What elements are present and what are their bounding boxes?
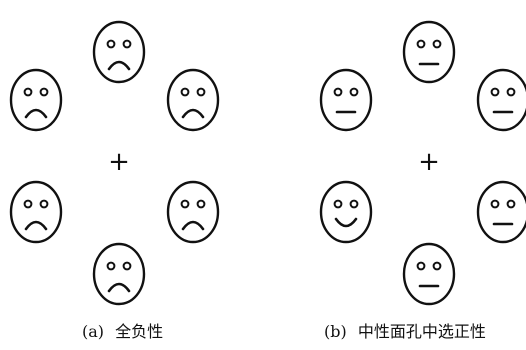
left-eye — [106, 39, 116, 49]
left-eye — [23, 199, 33, 209]
sad-mouth — [24, 220, 48, 231]
right-eye — [506, 199, 516, 209]
sad-mouth — [107, 282, 131, 293]
left-eye — [490, 199, 500, 209]
caption-b-text: 中性面孔中选正性 — [357, 322, 486, 341]
face-outline — [92, 20, 146, 84]
caption-a-tag: (a) — [82, 322, 105, 341]
fixation-cross: + — [418, 147, 440, 177]
caption-b: (b) 中性面孔中选正性 — [324, 320, 486, 344]
face-outline — [92, 242, 146, 306]
neutral-face — [476, 180, 526, 244]
neutral-face — [402, 242, 456, 306]
right-eye — [196, 199, 206, 209]
sad-mouth — [181, 108, 205, 119]
face-outline — [9, 180, 63, 244]
happy-face — [319, 180, 373, 244]
left-eye — [333, 87, 343, 97]
right-eye — [122, 261, 132, 271]
caption-a-text: 全负性 — [115, 322, 164, 341]
right-eye — [122, 39, 132, 49]
right-eye — [39, 199, 49, 209]
face-outline — [402, 20, 456, 84]
sad-face — [92, 20, 146, 84]
left-eye — [106, 261, 116, 271]
left-eye — [333, 199, 343, 209]
left-eye — [416, 261, 426, 271]
left-eye — [180, 87, 190, 97]
right-eye — [39, 87, 49, 97]
neutral-face — [476, 68, 526, 132]
panel-a: + — [9, 20, 220, 306]
face-outline — [9, 68, 63, 132]
neutral-face — [402, 20, 456, 84]
sad-mouth — [24, 108, 48, 119]
happy-mouth — [334, 217, 358, 228]
fixation-cross: + — [108, 147, 130, 177]
face-outline — [319, 68, 373, 132]
left-eye — [416, 39, 426, 49]
right-eye — [506, 87, 516, 97]
left-eye — [180, 199, 190, 209]
left-eye — [490, 87, 500, 97]
face-outline — [402, 242, 456, 306]
right-eye — [196, 87, 206, 97]
sad-face — [92, 242, 146, 306]
caption-a: (a) 全负性 — [82, 320, 163, 344]
face-outline — [319, 180, 373, 244]
face-outline — [476, 180, 526, 244]
neutral-face — [319, 68, 373, 132]
face-outline — [166, 68, 220, 132]
panel-b: + — [319, 20, 526, 306]
sad-mouth — [107, 60, 131, 71]
left-eye — [23, 87, 33, 97]
right-eye — [432, 261, 442, 271]
face-outline — [166, 180, 220, 244]
right-eye — [432, 39, 442, 49]
right-eye — [349, 199, 359, 209]
sad-mouth — [181, 220, 205, 231]
sad-face — [9, 68, 63, 132]
right-eye — [349, 87, 359, 97]
sad-face — [166, 180, 220, 244]
sad-face — [9, 180, 63, 244]
caption-b-tag: (b) — [324, 322, 347, 341]
sad-face — [166, 68, 220, 132]
face-outline — [476, 68, 526, 132]
